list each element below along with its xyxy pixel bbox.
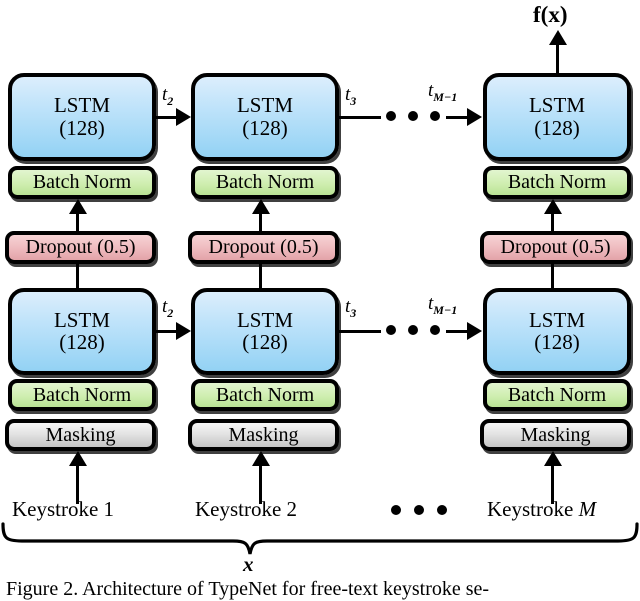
col2-masking[interactable]: Masking xyxy=(188,419,339,451)
col1-to-col2-top-line xyxy=(156,116,188,119)
colM-input-label: Keystroke M xyxy=(487,497,596,522)
col2-to-colM-top-arrow xyxy=(467,108,482,126)
colM-bottom-batch-norm[interactable]: Batch Norm xyxy=(483,379,631,411)
ellipsis-dot-bottom-2 xyxy=(408,325,418,335)
state-label-t2-top: t2 xyxy=(162,84,173,109)
col2-to-colM-top-line-left xyxy=(339,116,381,119)
col2-input-arrow xyxy=(252,451,270,466)
col2-dropout-to-bn-line xyxy=(259,210,262,232)
colM-top-lstm[interactable]: LSTM (128) xyxy=(483,73,631,161)
input-ellipsis-dot-3 xyxy=(437,505,447,515)
colM-input-label-prefix: Keystroke xyxy=(487,497,579,521)
col2-bottom-batch-norm[interactable]: Batch Norm xyxy=(191,379,339,411)
colM-dropout[interactable]: Dropout (0.5) xyxy=(480,231,631,264)
colM-top-lstm-units: (128) xyxy=(534,115,580,140)
state-label-t2-top-sub: 2 xyxy=(167,93,174,108)
input-ellipsis-dot-1 xyxy=(391,505,401,515)
col2-to-colM-bottom-arrow xyxy=(467,322,482,340)
state-label-tM1-top-sym: t xyxy=(428,80,434,101)
colM-dropout-to-bn-arrow xyxy=(544,199,562,214)
col2-bottom-lstm-title: LSTM xyxy=(236,307,293,332)
state-label-t2-bottom-sym: t xyxy=(162,296,168,317)
state-label-t3-top-sym: t xyxy=(345,84,351,105)
col2-lstm-to-dropout-line xyxy=(259,262,262,290)
colM-bottom-lstm-units: (128) xyxy=(534,330,580,354)
colM-bottom-lstm-title: LSTM xyxy=(528,307,585,332)
colM-top-lstm-title: LSTM xyxy=(528,93,585,118)
figure-caption: Figure 2. Architecture of TypeNet for fr… xyxy=(6,578,490,600)
colM-dropout-to-bn-line xyxy=(551,210,554,232)
col2-input-line xyxy=(259,464,262,504)
input-sequence-label: x xyxy=(243,552,254,576)
colM-lstm-to-dropout-line xyxy=(551,262,554,290)
ellipsis-dot-bottom-3 xyxy=(430,325,440,335)
col2-top-batch-norm[interactable]: Batch Norm xyxy=(191,166,339,199)
input-sequence-brace xyxy=(1,522,639,555)
state-label-t2-top-sym: t xyxy=(162,84,168,105)
col1-to-col2-bottom-line xyxy=(156,330,188,333)
input-ellipsis-dot-2 xyxy=(414,505,424,515)
col2-top-lstm-units: (128) xyxy=(242,115,288,140)
col2-dropout[interactable]: Dropout (0.5) xyxy=(188,231,339,264)
ellipsis-dot-bottom-1 xyxy=(386,325,396,335)
col2-to-colM-bottom-line-right xyxy=(446,330,474,333)
col1-lstm-to-dropout-line xyxy=(76,262,79,290)
col1-top-lstm-units: (128) xyxy=(59,115,105,140)
col1-bottom-lstm[interactable]: LSTM (128) xyxy=(8,288,156,375)
col1-top-lstm[interactable]: LSTM (128) xyxy=(8,73,156,161)
col2-to-colM-top-line-right xyxy=(446,116,474,119)
state-label-t3-bottom-sym: t xyxy=(345,296,351,317)
state-label-tM1-bottom-sym: t xyxy=(428,293,434,314)
ellipsis-dot-top-3 xyxy=(430,111,440,121)
col2-input-label: Keystroke 2 xyxy=(195,497,298,521)
col1-input-line xyxy=(76,464,79,504)
output-arrow-line xyxy=(556,44,559,74)
state-label-tM1-top-sub: M−1 xyxy=(433,89,458,104)
state-label-t3-top: t3 xyxy=(345,84,356,109)
col1-input-arrow xyxy=(69,451,87,466)
col2-bottom-lstm-units: (128) xyxy=(242,330,288,354)
col2-bottom-lstm[interactable]: LSTM (128) xyxy=(191,288,339,375)
col2-dropout-to-bn-arrow xyxy=(252,199,270,214)
colM-input-arrow xyxy=(544,451,562,466)
state-label-tM1-bottom-sub: M−1 xyxy=(433,302,458,317)
state-label-t3-top-sub: 3 xyxy=(350,93,357,108)
colM-input-label-index: M xyxy=(578,497,597,521)
col1-dropout-to-bn-arrow xyxy=(69,199,87,214)
colM-bottom-lstm[interactable]: LSTM (128) xyxy=(483,288,631,375)
state-label-t2-bottom-sub: 2 xyxy=(167,305,174,320)
colM-input-line xyxy=(551,464,554,504)
state-label-t3-bottom: t3 xyxy=(345,296,356,321)
col1-to-col2-top-arrow xyxy=(176,108,191,126)
col2-top-lstm[interactable]: LSTM (128) xyxy=(191,73,339,161)
col1-masking[interactable]: Masking xyxy=(5,419,156,451)
output-label-fx: f(x) xyxy=(533,2,568,27)
col2-to-colM-bottom-line-left xyxy=(339,330,381,333)
colM-masking[interactable]: Masking xyxy=(480,419,631,451)
col1-bottom-batch-norm[interactable]: Batch Norm xyxy=(8,379,156,411)
state-label-tM1-bottom: tM−1 xyxy=(428,293,457,318)
state-label-tM1-top: tM−1 xyxy=(428,80,457,105)
col1-top-lstm-title: LSTM xyxy=(53,93,110,118)
output-arrow-head xyxy=(549,30,567,45)
col1-input-label: Keystroke 1 xyxy=(12,497,115,521)
col1-top-batch-norm[interactable]: Batch Norm xyxy=(8,166,156,199)
ellipsis-dot-top-1 xyxy=(386,111,396,121)
col1-bottom-lstm-units: (128) xyxy=(59,330,105,354)
col1-to-col2-bottom-arrow xyxy=(176,322,191,340)
col1-bottom-lstm-title: LSTM xyxy=(53,307,110,332)
col2-top-lstm-title: LSTM xyxy=(236,93,293,118)
state-label-t2-bottom: t2 xyxy=(162,296,173,321)
state-label-t3-bottom-sub: 3 xyxy=(350,305,357,320)
col1-dropout-to-bn-line xyxy=(76,210,79,232)
colM-top-batch-norm[interactable]: Batch Norm xyxy=(483,166,631,199)
ellipsis-dot-top-2 xyxy=(408,111,418,121)
col1-dropout[interactable]: Dropout (0.5) xyxy=(5,231,156,264)
